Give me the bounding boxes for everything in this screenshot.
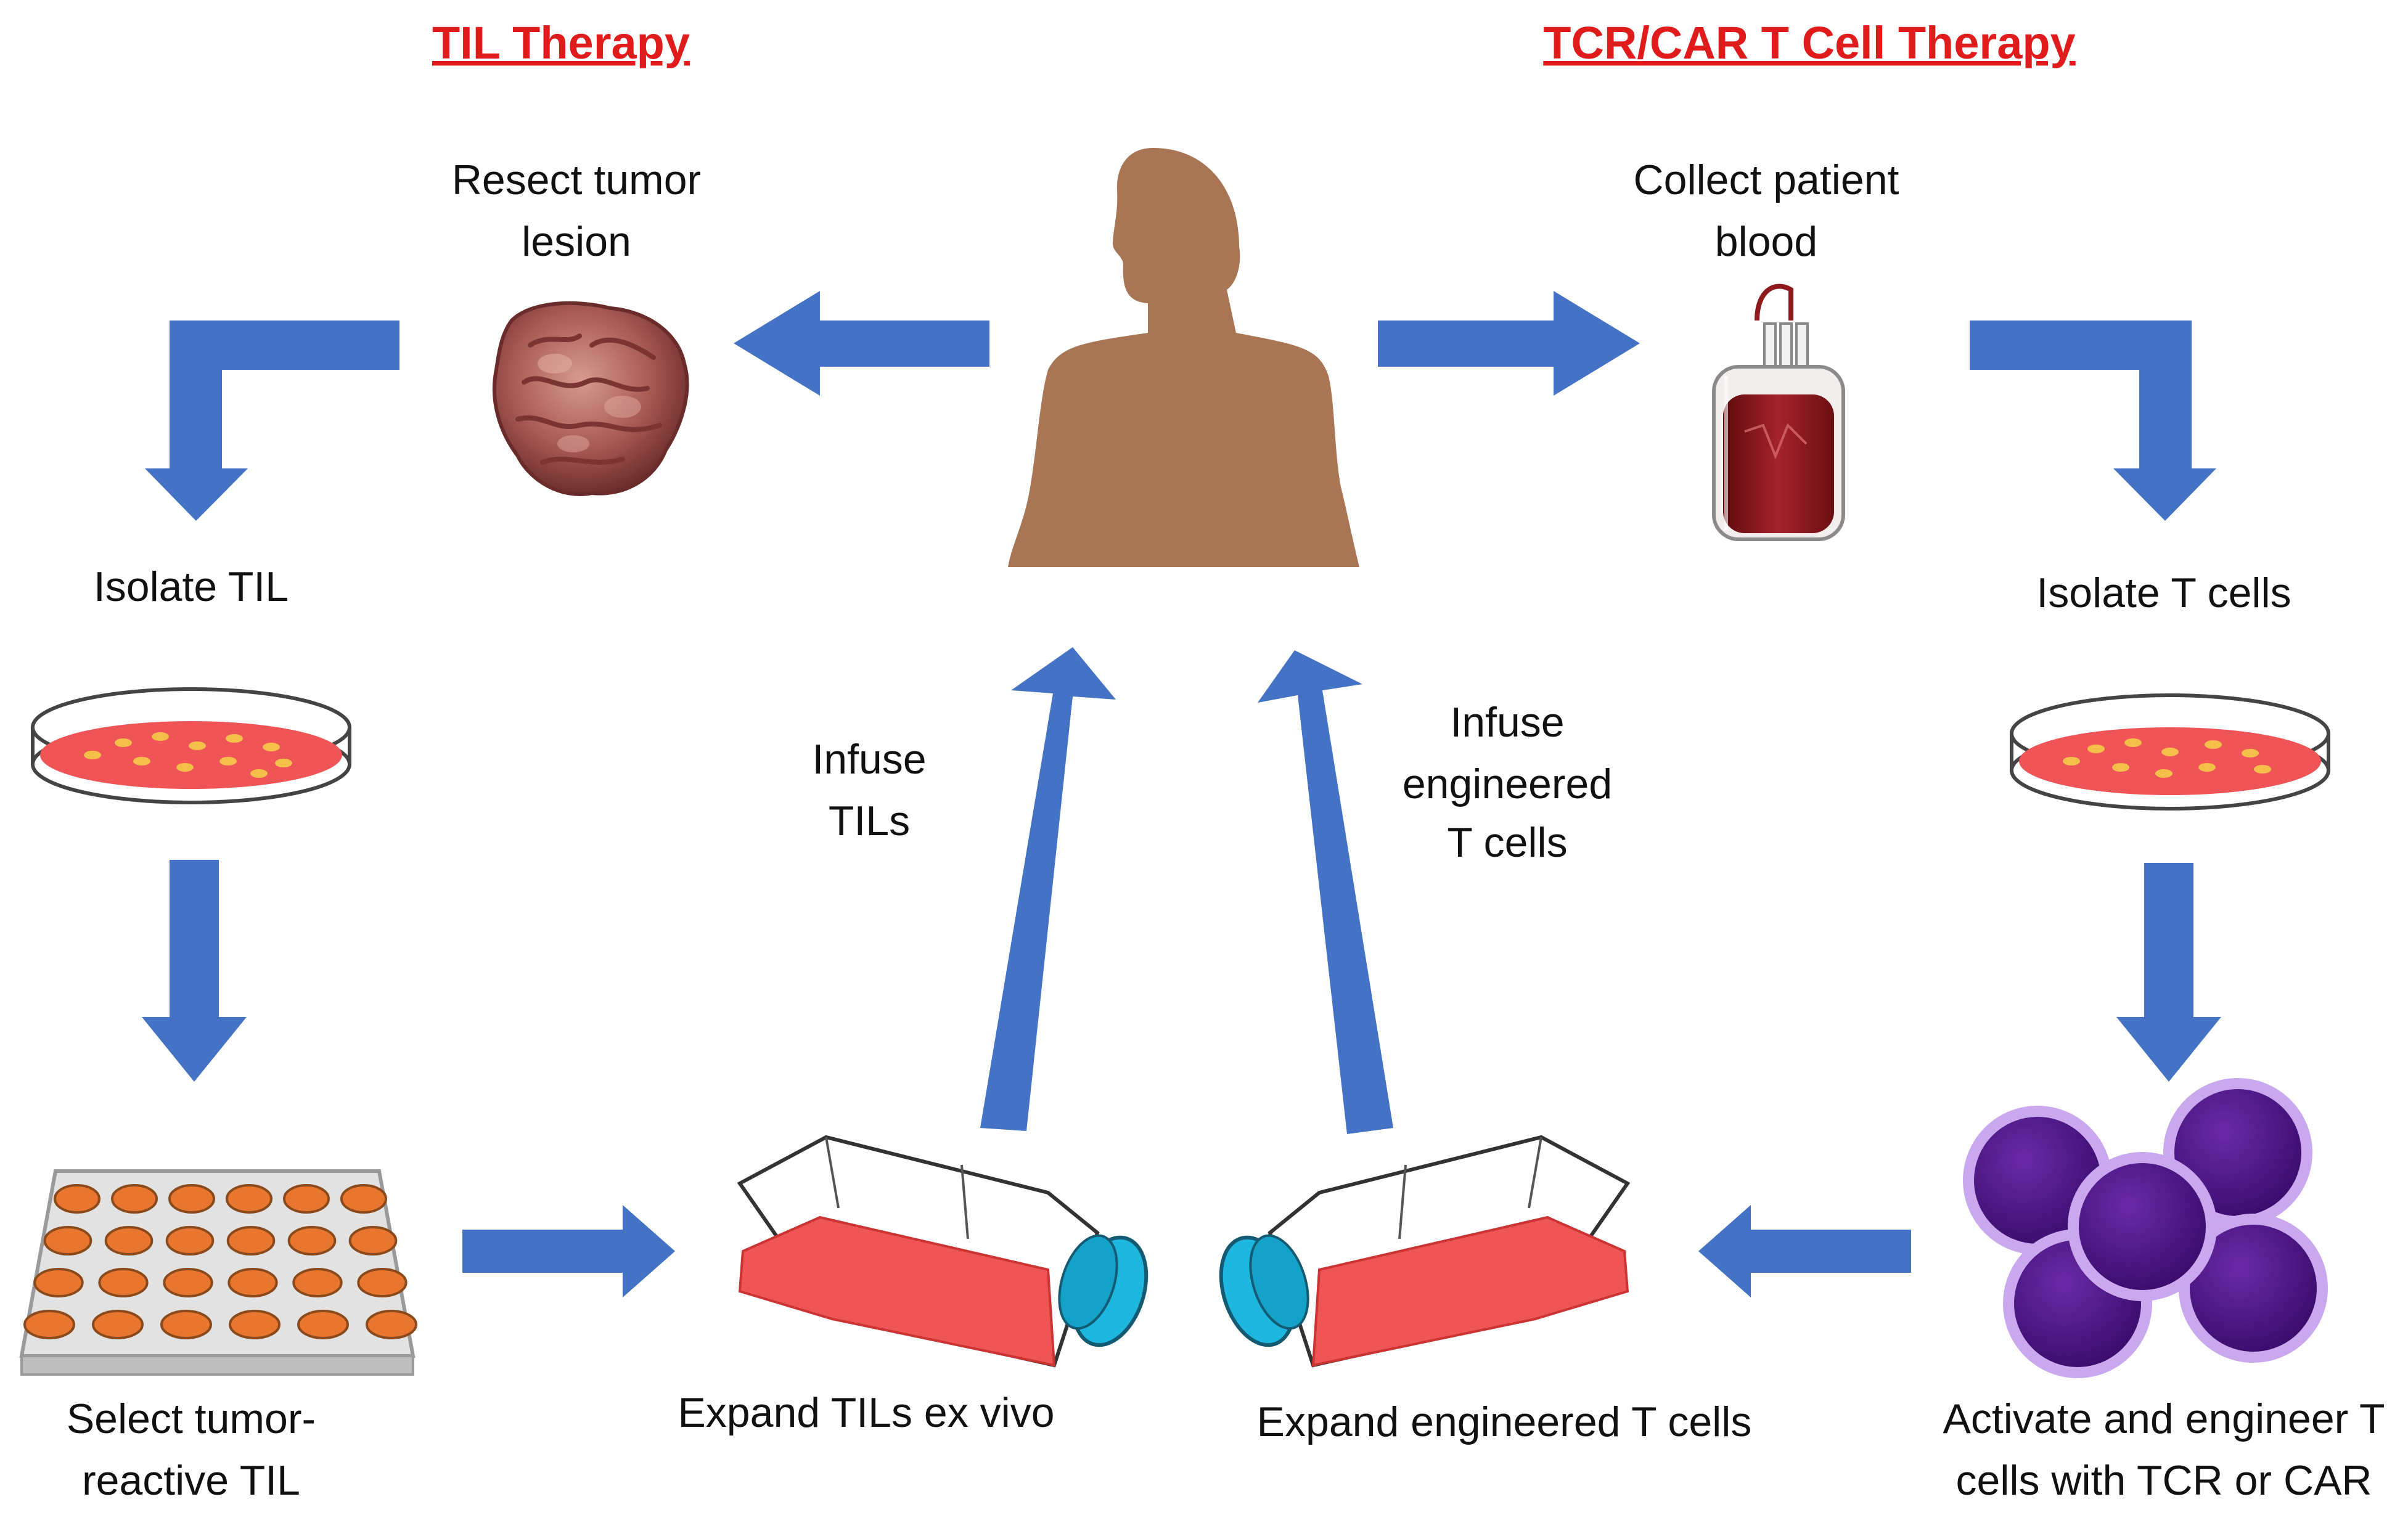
blood-bag-icon (1712, 284, 1845, 541)
plate-well (168, 1184, 215, 1214)
well-plate-icon (19, 1169, 417, 1376)
plate-well (287, 1226, 337, 1256)
label-infuse-tils-line1: Infuse (812, 736, 926, 783)
plate-well (283, 1184, 330, 1214)
plate-well (229, 1310, 281, 1339)
til-therapy-heading: TIL Therapy (432, 17, 690, 68)
arrow-resect-to-isolate (145, 321, 399, 521)
plate-well (292, 1268, 343, 1297)
plate-well (226, 1226, 276, 1256)
plate-well (226, 1184, 272, 1214)
plate-well (227, 1268, 278, 1297)
label-infuse-engineered-line3: T cells (1447, 819, 1567, 866)
culture-flask-right-icon (1219, 1135, 1631, 1368)
plate-well (43, 1226, 92, 1256)
plate-well (357, 1268, 407, 1297)
label-infuse-engineered-line1: Infuse (1450, 699, 1564, 746)
plate-well (98, 1268, 149, 1297)
label-collect-blood-line2: blood (1715, 218, 1817, 265)
plate-well (104, 1226, 154, 1256)
arrow-infuse-engineered (1258, 650, 1393, 1134)
label-resect-tumor-line2: lesion (522, 218, 631, 265)
label-infuse-tils-line2: TILs (829, 798, 910, 844)
label-expand-engineered: Expand engineered T cells (1257, 1399, 1752, 1445)
plate-well (297, 1310, 349, 1339)
plate-well (23, 1310, 75, 1339)
label-activate-line1: Activate and engineer T (1943, 1395, 2385, 1442)
plate-well (160, 1310, 212, 1339)
label-collect-blood-line1: Collect patient (1634, 157, 1899, 203)
label-infuse-engineered-line2: engineered (1403, 761, 1612, 807)
plate-well (33, 1268, 84, 1297)
plate-well (165, 1226, 215, 1256)
plate-well (163, 1268, 213, 1297)
culture-flask-left-icon (737, 1135, 1149, 1368)
label-activate-line2: cells with TCR or CAR (1955, 1457, 2372, 1504)
label-select-line2: reactive TIL (82, 1457, 300, 1504)
arrow-activate-to-expand (1698, 1205, 1911, 1297)
plate-well (366, 1310, 417, 1339)
label-expand-tils: Expand TILs ex vivo (678, 1389, 1054, 1436)
label-resect-tumor-line1: Resect tumor (452, 157, 701, 203)
arrow-blood-to-isolate (1970, 321, 2216, 521)
arrow-infuse-tils (980, 647, 1116, 1131)
label-isolate-t-cells: Isolate T cells (2036, 570, 2291, 616)
engineered-t-cells-icon (1963, 1078, 2328, 1378)
tcr-car-therapy-heading: TCR/CAR T Cell Therapy (1543, 17, 2075, 68)
plate-well (111, 1184, 158, 1214)
arrow-to-blood (1378, 291, 1640, 396)
plate-well (54, 1184, 100, 1214)
arrow-isolate-to-activate (2116, 863, 2221, 1082)
arrow-to-tumor (734, 291, 989, 396)
petri-dish-right-icon (2010, 693, 2330, 811)
label-select-line1: Select tumor- (67, 1395, 316, 1442)
patient-silhouette-icon (1008, 148, 1359, 567)
arrow-select-to-expand (462, 1205, 675, 1297)
arrow-isolate-to-select (142, 860, 247, 1082)
label-isolate-til: Isolate TIL (94, 563, 289, 610)
tumor-lesion-icon (492, 301, 689, 496)
plate-well (340, 1184, 387, 1214)
plate-well (348, 1226, 398, 1256)
petri-dish-left-icon (31, 687, 351, 804)
plate-well (92, 1310, 144, 1339)
